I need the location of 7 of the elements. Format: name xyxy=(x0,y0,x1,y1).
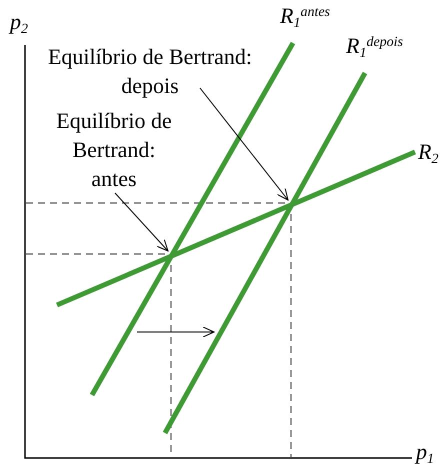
leader-line xyxy=(200,88,288,200)
axis-label: p$_{2}$ xyxy=(10,10,28,34)
leader-line xyxy=(114,192,168,252)
axis-label: p$_{1}$ xyxy=(416,440,434,464)
curve-label: R$_{2}$ xyxy=(418,140,438,164)
annotation-text: Equilíbrio de Bertrand: antes xyxy=(55,107,173,193)
annotation-text: Equilíbrio de Bertrand: depois xyxy=(46,43,254,100)
